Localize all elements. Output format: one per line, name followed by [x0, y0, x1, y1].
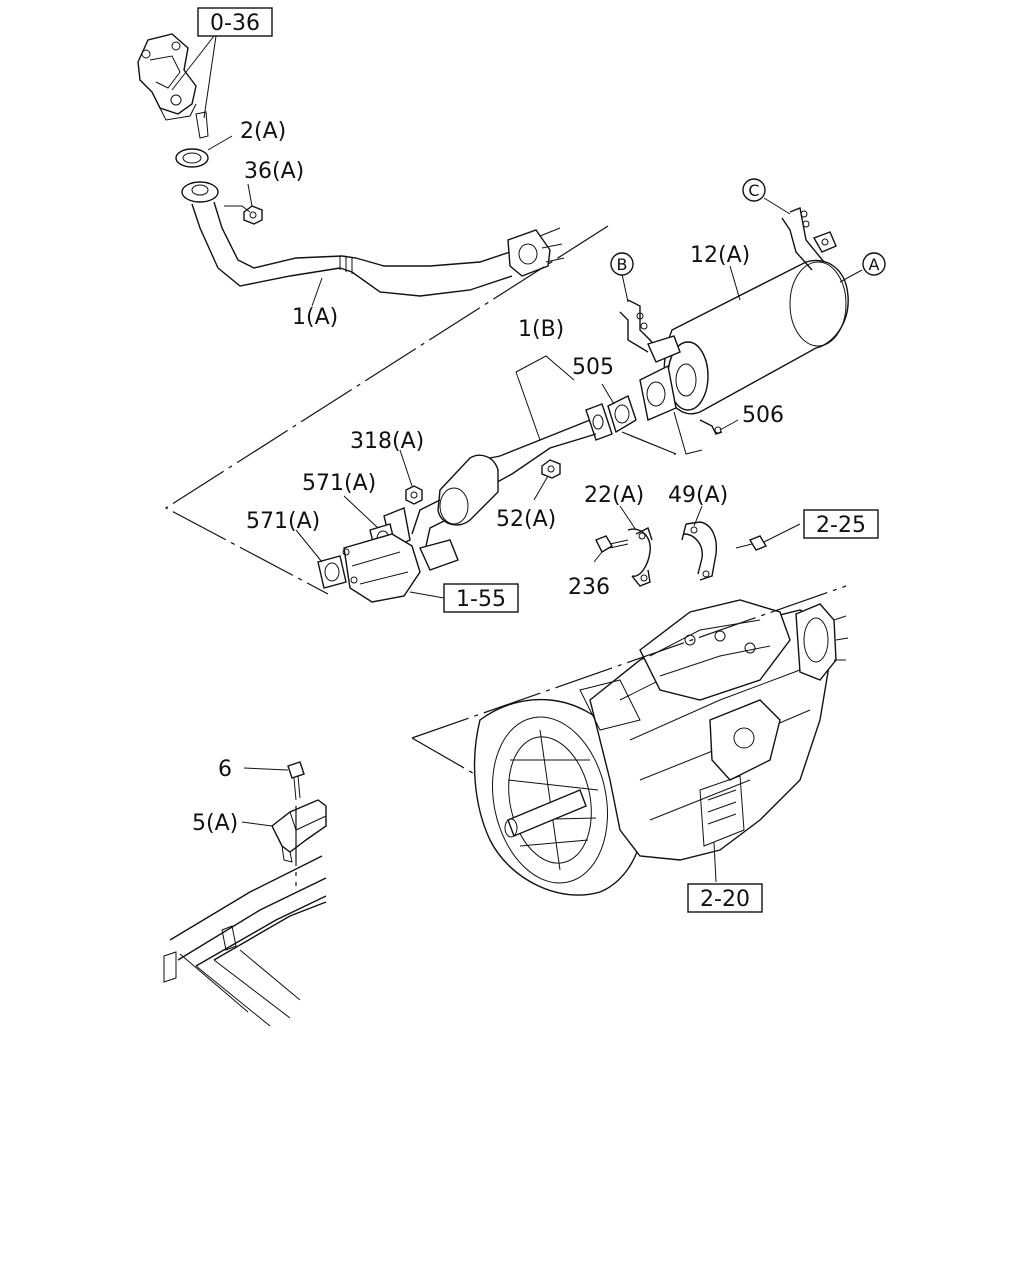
transmission-drawing [473, 599, 849, 896]
circle-marker-a: A [862, 252, 886, 276]
part-label-1a: 1(A) [292, 305, 338, 330]
bracket-5a-drawing [271, 799, 327, 863]
ref-box-2-20[interactable]: 2-20 [687, 883, 763, 913]
ref-label-2-20: 2-20 [700, 887, 750, 912]
part-label-571a-lower: 571(A) [246, 509, 320, 534]
exhaust-manifold-drawing [137, 33, 209, 139]
part-label-506: 506 [742, 403, 784, 428]
part-label-22a: 22(A) [584, 483, 644, 508]
assembly-dash-lines [164, 225, 847, 886]
part-label-2a: 2(A) [240, 119, 286, 144]
circle-label-a: A [869, 255, 880, 274]
frame-rail-drawing [163, 855, 327, 1027]
part-label-505: 505 [572, 355, 614, 380]
gasket-505-drawing [607, 395, 637, 434]
ref-label-2-25: 2-25 [816, 513, 866, 538]
part-label-52a: 52(A) [496, 507, 556, 532]
bracket-49a-drawing [681, 521, 718, 581]
bracket-22a-drawing [627, 527, 653, 587]
part-label-1b: 1(B) [518, 317, 564, 342]
part-label-571a-upper: 571(A) [302, 471, 376, 496]
circle-label-c: C [748, 181, 759, 200]
part-label-318a: 318(A) [350, 429, 424, 454]
ref-box-0-36[interactable]: 0-36 [197, 7, 273, 37]
ref-box-1-55[interactable]: 1-55 [443, 583, 519, 613]
gasket-2a-drawing [175, 148, 209, 168]
exhaust-brake-1-55-drawing [342, 533, 459, 603]
circle-label-b: B [617, 255, 628, 274]
clamp-506-drawing [699, 419, 723, 435]
nut-52a-drawing [541, 459, 561, 479]
ref-label-0-36: 0-36 [210, 11, 260, 36]
part-label-236: 236 [568, 575, 610, 600]
leader-lines [171, 35, 863, 883]
circle-marker-c: C [742, 178, 766, 202]
muffler-12a-drawing [619, 207, 849, 421]
bolt-236-drawing [595, 535, 629, 553]
part-label-6: 6 [218, 757, 232, 782]
ref-box-2-25[interactable]: 2-25 [803, 509, 879, 539]
front-pipe-1a-drawing [181, 181, 565, 297]
nut-36a-drawing [243, 205, 263, 225]
ref-label-1-55: 1-55 [456, 587, 506, 612]
part-label-5a: 5(A) [192, 811, 238, 836]
bolt-2-25-drawing [735, 535, 768, 551]
part-label-12a: 12(A) [690, 243, 750, 268]
circle-marker-b: B [610, 252, 634, 276]
part-label-36a: 36(A) [244, 159, 304, 184]
nut-318a-drawing [405, 485, 423, 505]
part-label-49a: 49(A) [668, 483, 728, 508]
bolt-6-drawing [287, 761, 305, 801]
